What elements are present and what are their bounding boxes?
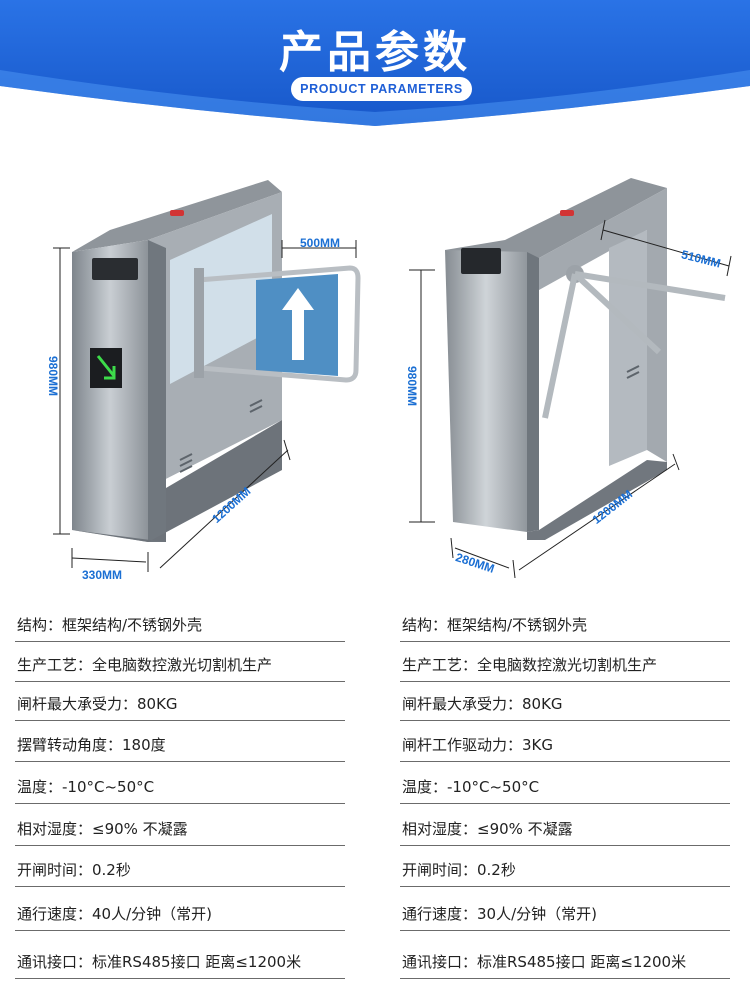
spec-row: 通讯接口：标准RS485接口 距离≤1200米 xyxy=(400,931,730,979)
tripod-turnstile-illustration: 980MM 280MM 1200MM 510MM xyxy=(395,170,745,590)
spec-row: 结构：框架结构/不锈钢外壳 xyxy=(400,614,730,642)
page-title: 产品参数 xyxy=(279,27,471,78)
tripod-gate-spec-list: 结构：框架结构/不锈钢外壳 生产工艺：全电脑数控激光切割机生产 闸杆最大承受力：… xyxy=(400,614,730,979)
spec-row: 摆臂转动角度：180度 xyxy=(15,721,345,762)
tripod-arm xyxy=(574,271,726,301)
swing-turnstile-illustration: 980MM 330MM 1200MM 500MM xyxy=(20,170,380,590)
spec-row: 生产工艺：全电脑数控激光切割机生产 xyxy=(15,642,345,682)
height-dimension: 980MM xyxy=(405,366,419,407)
spec-row: 相对湿度：≤90% 不凝露 xyxy=(400,804,730,846)
card-reader-icon xyxy=(92,258,138,280)
card-reader-icon xyxy=(461,248,501,274)
spec-row: 闸杆最大承受力：80KG xyxy=(15,682,345,721)
spec-row: 温度：-10°C~50°C xyxy=(400,762,730,804)
swing-turnstile-drawing xyxy=(53,180,361,572)
spec-row: 通讯接口：标准RS485接口 距离≤1200米 xyxy=(15,931,345,979)
width-dimension: 330MM xyxy=(82,568,123,582)
spec-row: 通行速度：40人/分钟（常开) xyxy=(15,887,345,931)
spec-row: 开闸时间：0.2秒 xyxy=(400,846,730,887)
spec-row: 结构：框架结构/不锈钢外壳 xyxy=(15,614,345,642)
page-subtitle: PRODUCT PARAMETERS xyxy=(291,77,472,101)
spec-row: 相对湿度：≤90% 不凝露 xyxy=(15,804,345,846)
height-dimension: 980MM xyxy=(46,356,60,397)
banner-background xyxy=(0,0,750,126)
tripod-arm xyxy=(572,271,662,355)
spec-row: 温度：-10°C~50°C xyxy=(15,762,345,804)
tripod-arm xyxy=(542,273,578,419)
spec-row: 闸杆最大承受力：80KG xyxy=(400,682,730,721)
spec-row: 通行速度：30人/分钟（常开) xyxy=(400,887,730,931)
spec-row: 开闸时间：0.2秒 xyxy=(15,846,345,887)
spec-row: 闸杆工作驱动力：3KG xyxy=(400,721,730,762)
swing-gate-spec-list: 结构：框架结构/不锈钢外壳 生产工艺：全电脑数控激光切割机生产 闸杆最大承受力：… xyxy=(15,614,345,979)
tripod-turnstile-drawing xyxy=(409,178,732,579)
arm-dimension: 500MM xyxy=(300,236,341,250)
header-banner: 产品参数 PRODUCT PARAMETERS xyxy=(0,0,750,128)
spec-row: 生产工艺：全电脑数控激光切割机生产 xyxy=(400,642,730,682)
